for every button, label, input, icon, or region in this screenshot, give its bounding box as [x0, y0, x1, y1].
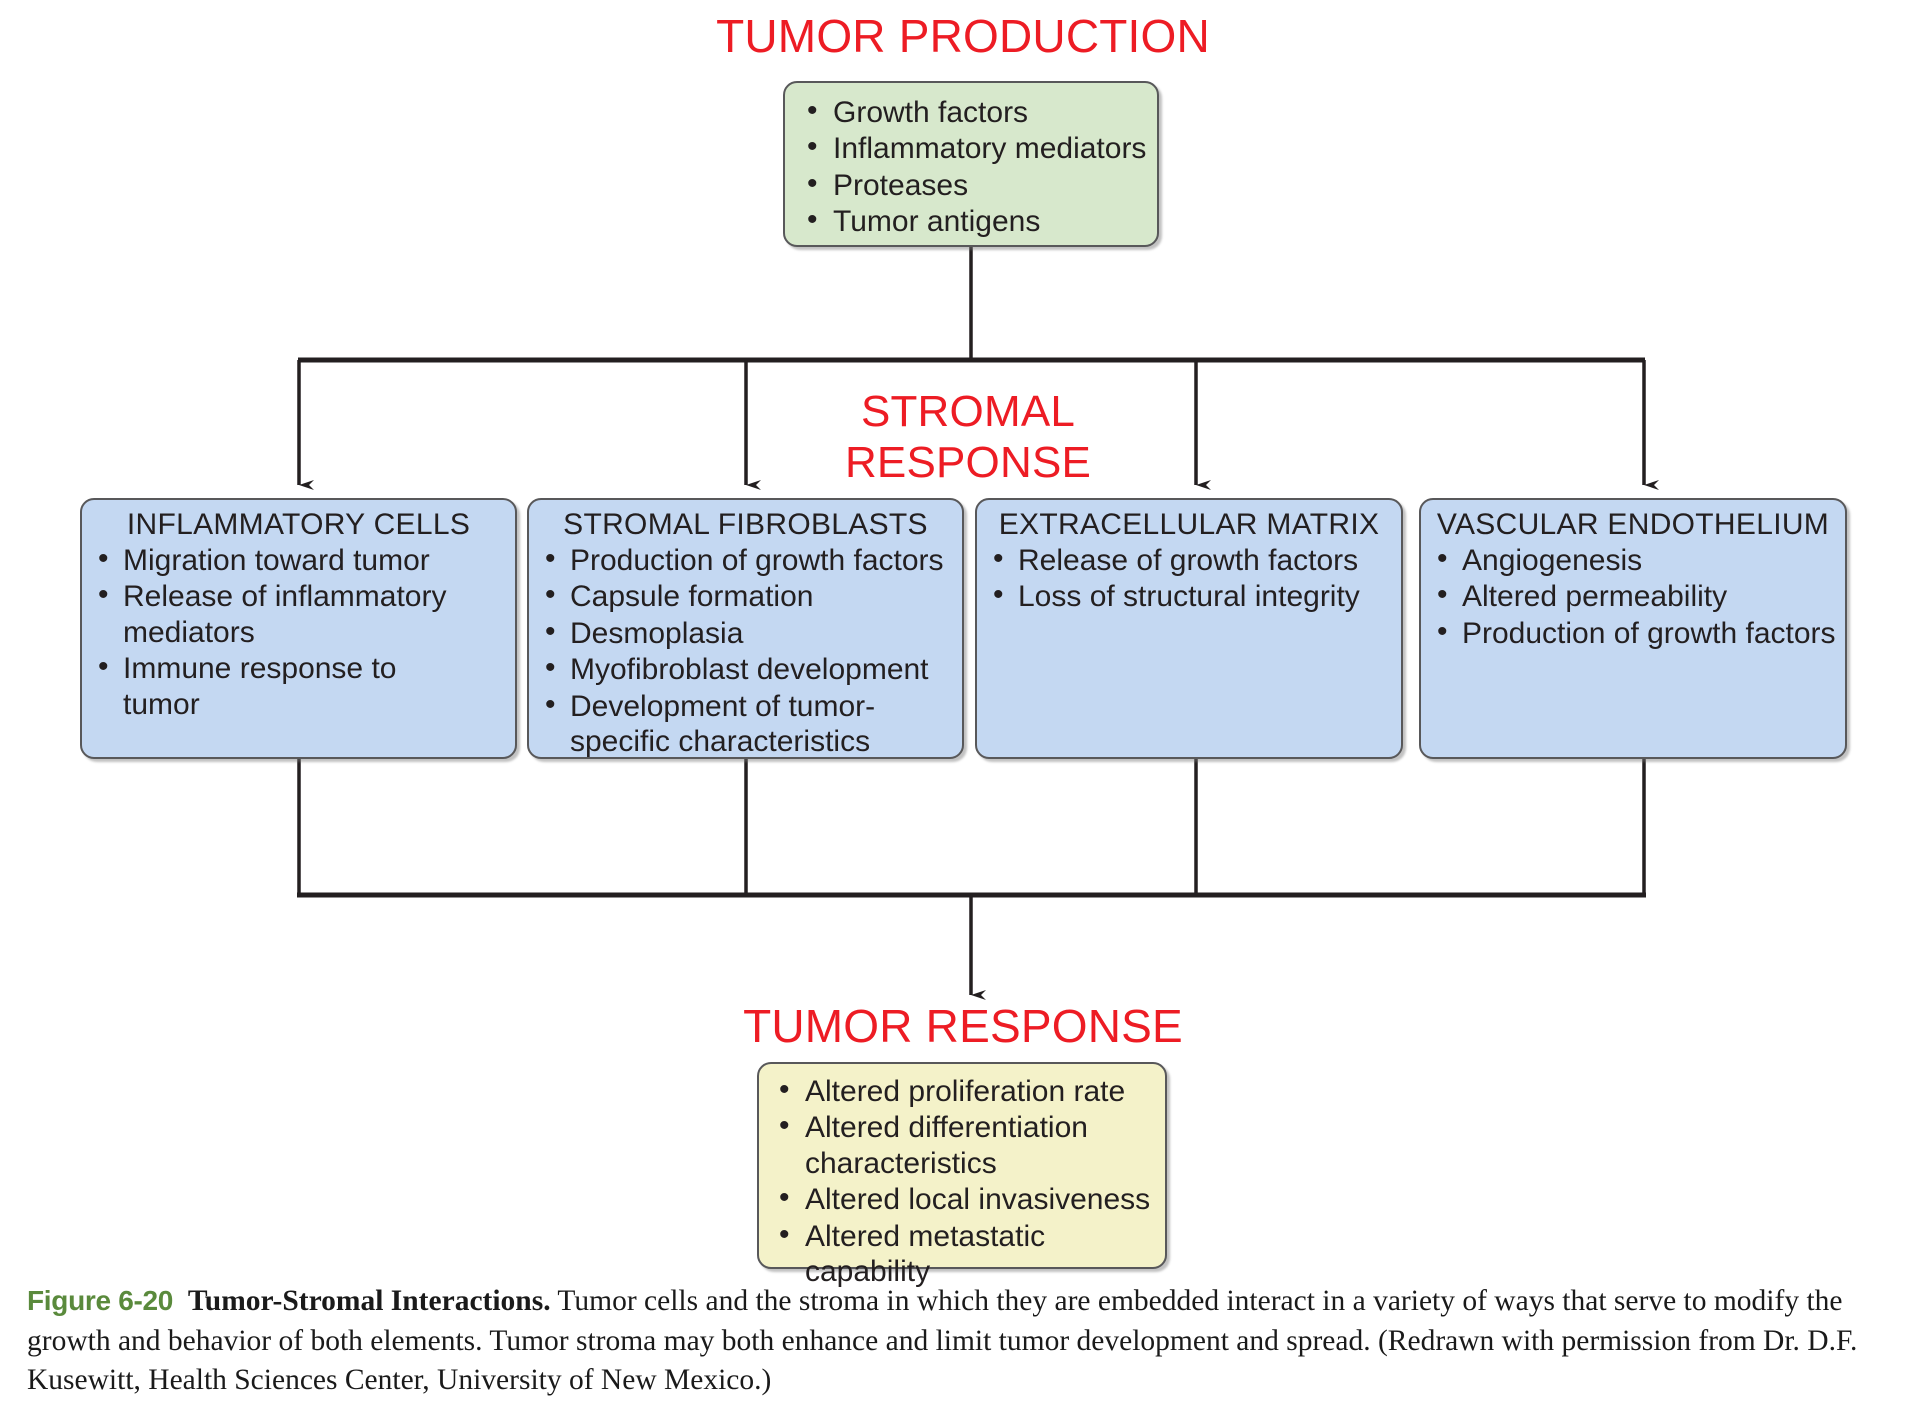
- stromal-fibroblasts-list: Production of growth factors Capsule for…: [529, 541, 962, 760]
- extracellular-matrix-list: Release of growth factors Loss of struct…: [977, 541, 1401, 615]
- list-item: Loss of structural integrity: [991, 577, 1395, 614]
- box-vascular-endothelium: VASCULAR ENDOTHELIUM Angiogenesis Altere…: [1419, 498, 1847, 759]
- list-item: Immune response to tumor: [96, 649, 509, 722]
- vascular-endothelium-list: Angiogenesis Altered permeability Produc…: [1421, 541, 1845, 651]
- box-title: STROMAL FIBROBLASTS: [563, 508, 928, 541]
- figure-caption: Figure 6-20 Tumor-Stromal Interactions. …: [27, 1282, 1907, 1401]
- box-extracellular-matrix: EXTRACELLULAR MATRIX Release of growth f…: [975, 498, 1403, 759]
- list-item: Production of growth factors: [543, 541, 956, 578]
- list-item: Altered proliferation rate: [777, 1072, 1157, 1109]
- list-item: Development of tumor- specific character…: [543, 687, 956, 760]
- box-title: EXTRACELLULAR MATRIX: [998, 508, 1380, 541]
- list-item: Altered permeability: [1435, 577, 1839, 614]
- figure-number: Figure 6-20: [27, 1285, 174, 1316]
- tumor-production-list: Growth factors Inflammatory mediators Pr…: [785, 83, 1157, 240]
- figure-caption-body: Tumor cells and the stroma in which they…: [27, 1285, 1858, 1397]
- inflammatory-cells-list: Migration toward tumor Release of inflam…: [82, 541, 515, 722]
- heading-stromal-response: STROMAL RESPONSE: [844, 387, 1092, 488]
- list-item: Altered metastatic capability: [777, 1217, 1157, 1290]
- heading-tumor-response: TUMOR RESPONSE: [743, 1000, 1183, 1052]
- box-stromal-fibroblasts: STROMAL FIBROBLASTS Production of growth…: [527, 498, 964, 759]
- box-title: INFLAMMATORY CELLS: [126, 508, 471, 541]
- figure-caption-title: Tumor-Stromal Interactions.: [187, 1285, 551, 1317]
- list-item: Altered local invasiveness: [777, 1180, 1157, 1217]
- box-tumor-response: Altered proliferation rate Altered diffe…: [757, 1062, 1167, 1288]
- heading-tumor-production: TUMOR PRODUCTION: [716, 10, 1210, 62]
- list-item: Inflammatory mediators: [805, 129, 1147, 166]
- list-item: Growth factors: [805, 93, 1147, 130]
- list-item: Myofibroblast development: [543, 650, 956, 687]
- list-item: Tumor antigens: [805, 202, 1147, 239]
- box-inflammatory-cells: INFLAMMATORY CELLS Migration toward tumo…: [80, 498, 517, 759]
- list-item: Release of growth factors: [991, 541, 1395, 578]
- list-item: Proteases: [805, 166, 1147, 203]
- list-item: Production of growth factors: [1435, 614, 1839, 651]
- list-item: Angiogenesis: [1435, 541, 1839, 578]
- list-item: Desmoplasia: [543, 614, 956, 651]
- list-item: Altered differentiation characteristics: [777, 1108, 1157, 1181]
- tumor-response-list: Altered proliferation rate Altered diffe…: [759, 1064, 1165, 1289]
- list-item: Migration toward tumor: [96, 541, 509, 578]
- box-title: VASCULAR ENDOTHELIUM: [1436, 508, 1830, 541]
- list-item: Release of inflammatory mediators: [96, 577, 509, 650]
- box-tumor-production: Growth factors Inflammatory mediators Pr…: [783, 81, 1159, 247]
- list-item: Capsule formation: [543, 577, 956, 614]
